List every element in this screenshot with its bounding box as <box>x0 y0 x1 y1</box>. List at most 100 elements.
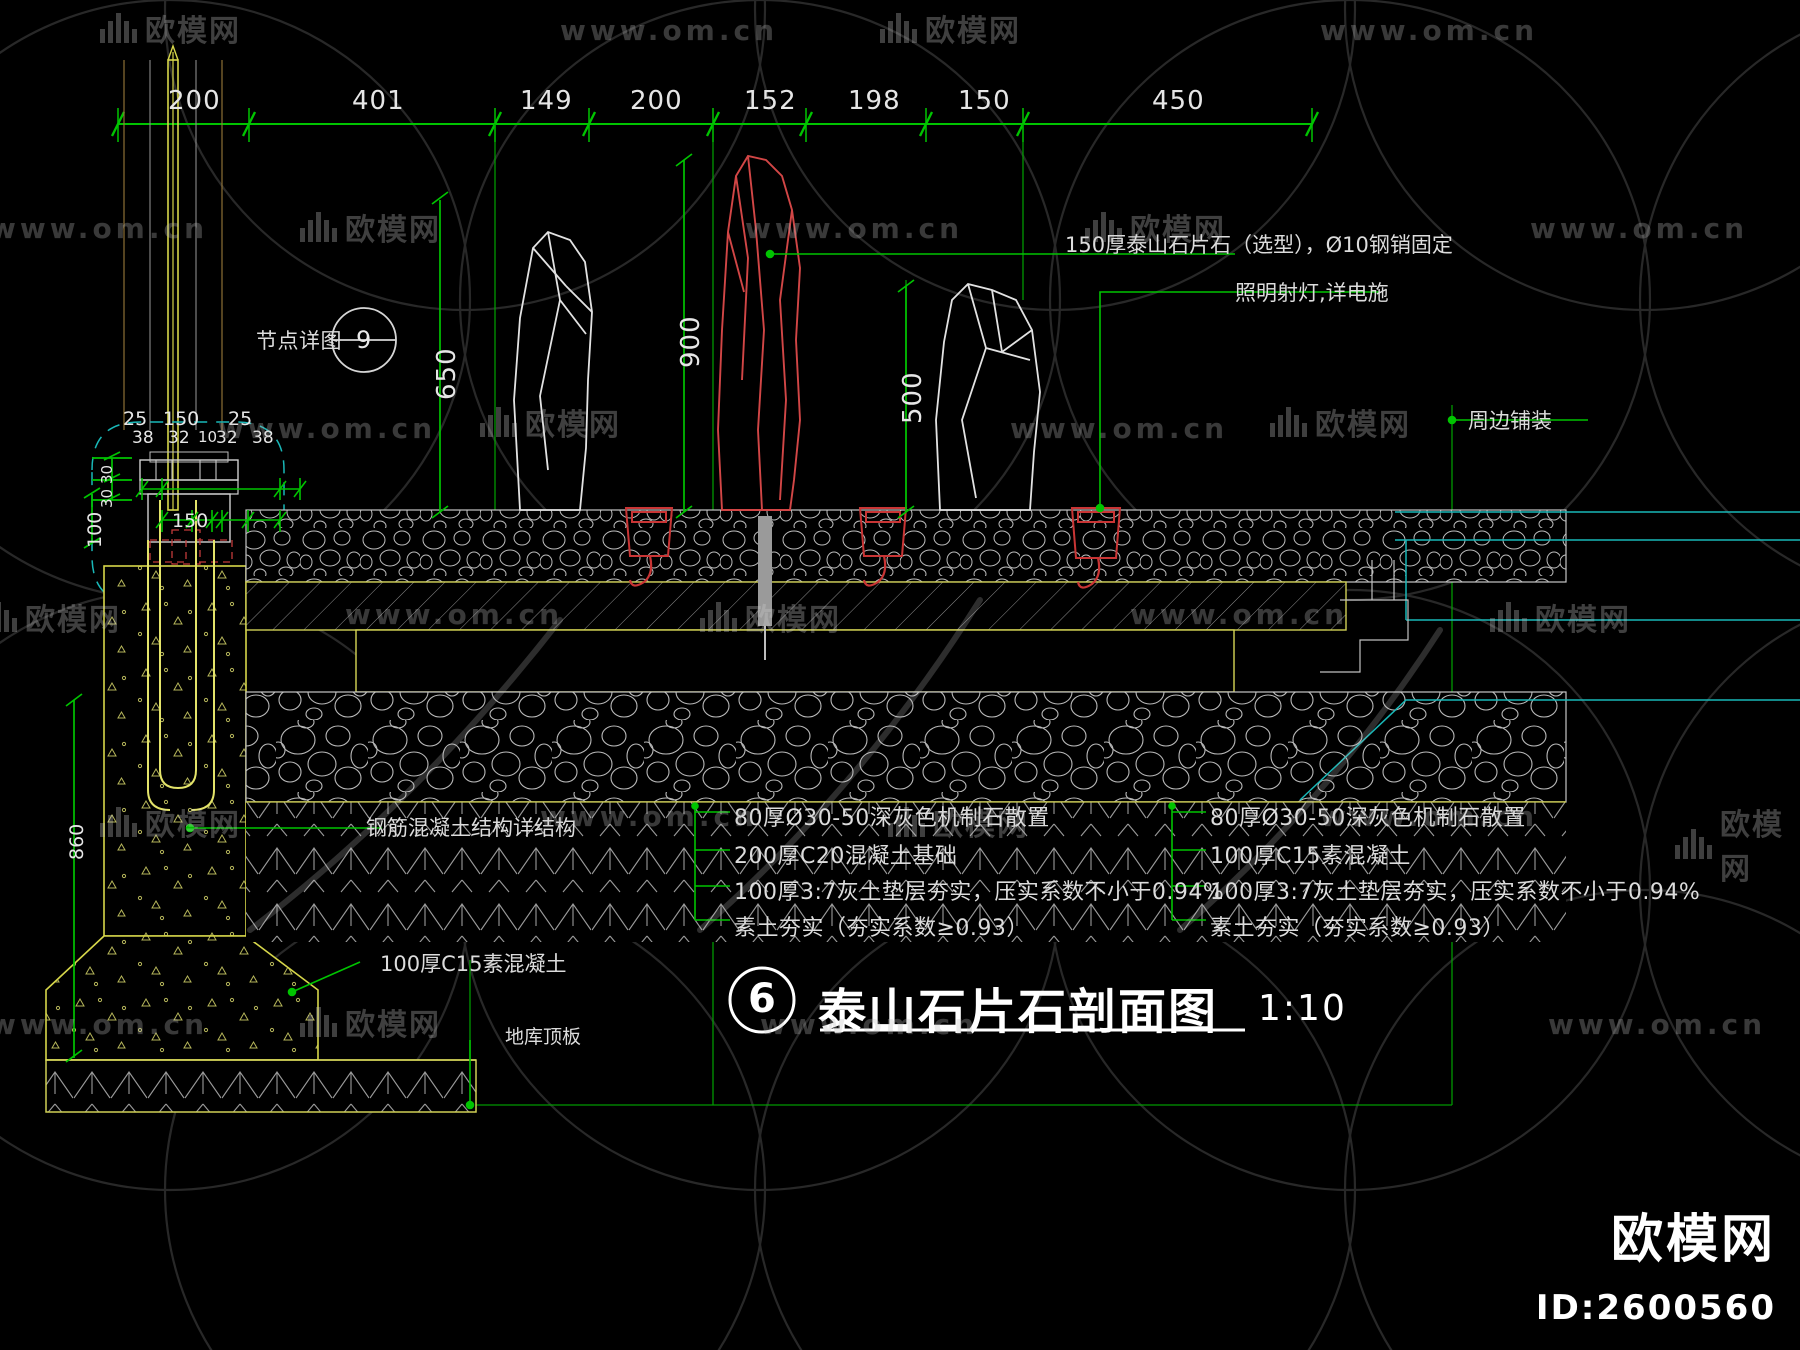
dim-detail-10: 10 <box>198 428 218 446</box>
watermark-logo-text-2: 欧模网 <box>925 14 1021 49</box>
callout-lighting: 照明射灯,详电施 <box>1235 281 1389 305</box>
watermark-logo-text-12: 欧模网 <box>1720 808 1784 887</box>
rc-column <box>45 500 477 1113</box>
callout-basement-slab: 地库顶板 <box>505 1026 582 1048</box>
watermark-logo-text-3: 欧模网 <box>345 213 441 248</box>
dim-detail-38a: 38 <box>132 428 154 448</box>
glass-post-assembly <box>123 43 223 511</box>
dim-500: 500 <box>898 371 928 424</box>
gravel-layer-2 <box>245 691 1567 803</box>
vertical-dimension-lines <box>65 153 915 1063</box>
compacted-earth-layer <box>246 801 1566 942</box>
watermark-logo-text-4: 欧模网 <box>1130 213 1226 248</box>
dim-30-upper: 30 <box>98 464 116 484</box>
watermark-bars-icon <box>100 13 137 43</box>
watermark-bars-icon <box>480 407 517 437</box>
dim-top-3: 200 <box>630 86 683 116</box>
dim-detail-38b: 38 <box>252 428 274 448</box>
watermark-bars-icon <box>1490 602 1527 632</box>
dim-top-2: 149 <box>520 86 573 116</box>
dim-shoe-150: 150 <box>172 510 209 532</box>
watermark-url-7: www.om.cn <box>1010 412 1229 445</box>
center-note-1: 200厚C20混凝土基础 <box>734 844 958 869</box>
watermark-logo-13: 欧模网 <box>300 1000 441 1044</box>
detail-dimension-chain <box>135 478 307 532</box>
watermark-logo-11: 欧模网 <box>888 800 1029 844</box>
brand-name: 欧模网 <box>1611 1197 1776 1272</box>
title-block-number: 6 <box>748 976 776 1022</box>
watermark-logo-10: 欧模网 <box>100 800 241 844</box>
title-block-graphics <box>728 966 1245 1034</box>
watermark-logo-8: 欧模网 <box>700 595 841 639</box>
watermark-logo-7: 欧模网 <box>0 595 121 639</box>
watermark-url-1: www.om.cn <box>560 14 779 47</box>
callout-rc-structure: 钢筋混凝土结构详结构 <box>366 816 576 840</box>
watermark-url-14: www.om.cn <box>1548 1008 1767 1041</box>
dim-top-4: 152 <box>744 86 797 116</box>
brand-id: ID:2600560 <box>1536 1288 1776 1328</box>
leader-lines <box>185 249 1588 1110</box>
watermark-logo-text-7: 欧模网 <box>25 603 121 638</box>
watermark-logo-text-10: 欧模网 <box>145 808 241 843</box>
watermark-logo-12: 欧模网 <box>1675 800 1800 888</box>
callout-stone-panel: 150厚泰山石片石（选型），Ø10钢销固定 <box>1065 233 1453 257</box>
uplight-fixture-1 <box>624 507 674 587</box>
dim-860: 860 <box>66 823 88 860</box>
watermark-logo-text-5: 欧模网 <box>525 408 621 443</box>
dim-top-6: 150 <box>958 86 1011 116</box>
dim-top-7: 450 <box>1152 86 1205 116</box>
watermark-url-4: www.om.cn <box>745 212 964 245</box>
center-note-2: 100厚3:7灰土垫层夯实，压实系数不小于0.94% <box>734 880 1225 905</box>
top-dimension-line <box>110 108 1320 142</box>
taishan-stone-2 <box>717 154 801 511</box>
center-note-0: 80厚Ø30-50深灰色机制石散置 <box>734 806 1050 831</box>
watermark-logo-text-13: 欧模网 <box>345 1008 441 1043</box>
watermark-logo-1: 欧模网 <box>100 6 241 50</box>
perimeter-paving <box>1299 511 1800 801</box>
watermark-url-3: www.om.cn <box>0 212 209 245</box>
watermark-logo-5: 欧模网 <box>480 400 621 444</box>
watermark-bars-icon <box>300 1007 337 1037</box>
watermark-logo-3: 欧模网 <box>300 205 441 249</box>
watermark-logo-6: 欧模网 <box>1270 400 1411 444</box>
watermark-bars-icon <box>300 212 337 242</box>
watermark-url-5: www.om.cn <box>1530 212 1749 245</box>
brand-id-text: ID:2600560 <box>1535 1288 1776 1328</box>
title-block-title: 泰山石片石剖面图 <box>818 984 1219 1040</box>
watermark-url-11: www.om.cn <box>1320 800 1539 833</box>
watermark-bars-icon <box>1270 407 1307 437</box>
watermark-url-9: www.om.cn <box>1130 598 1349 631</box>
dim-detail-32a: 32 <box>168 428 190 448</box>
watermark-logo-text-8: 欧模网 <box>745 603 841 638</box>
dim-30-lower: 30 <box>98 488 116 508</box>
dim-detail-right-edge: 25 <box>228 408 253 430</box>
callout-paving: 周边铺装 <box>1468 409 1552 433</box>
watermark-bars-icon <box>1085 212 1122 242</box>
callout-c15-concrete: 100厚C15素混凝土 <box>380 952 567 976</box>
dim-detail-32b: 32 <box>216 428 238 448</box>
node-detail-bubble-number: 9 <box>356 326 372 354</box>
watermark-logo-text-9: 欧模网 <box>1535 603 1631 638</box>
right-note-2: 100厚3:7灰土垫层夯实，压实系数不小于0.94% <box>1210 880 1701 905</box>
watermark-url-12: www.om.cn <box>0 1008 209 1041</box>
taishan-stone-1 <box>513 230 593 511</box>
watermark-logo-text-1: 欧模网 <box>145 14 241 49</box>
dim-top-0: 200 <box>168 86 221 116</box>
watermark-bars-icon <box>880 13 917 43</box>
watermark-logo-4: 欧模网 <box>1085 205 1226 249</box>
section-marker-slab <box>758 516 772 660</box>
right-note-1: 100厚C15素混凝土 <box>1210 844 1411 869</box>
watermark-url-8: www.om.cn <box>345 598 564 631</box>
right-note-3: 素土夯实（夯实系数≥0.93） <box>1210 916 1505 941</box>
brand-name-text: 欧模网 <box>1610 1210 1776 1270</box>
watermark-logo-2: 欧模网 <box>880 6 1021 50</box>
watermark-bars-icon <box>888 807 925 837</box>
anchor-dashed-boxes <box>149 529 233 565</box>
watermark-logo-text-6: 欧模网 <box>1315 408 1411 443</box>
watermark-url-6: www.om.cn <box>218 412 437 445</box>
concrete-base-layer <box>245 581 1347 693</box>
watermark-url-13: www.om.cn <box>760 1008 979 1041</box>
dim-detail-left-edge: 25 <box>123 408 148 430</box>
